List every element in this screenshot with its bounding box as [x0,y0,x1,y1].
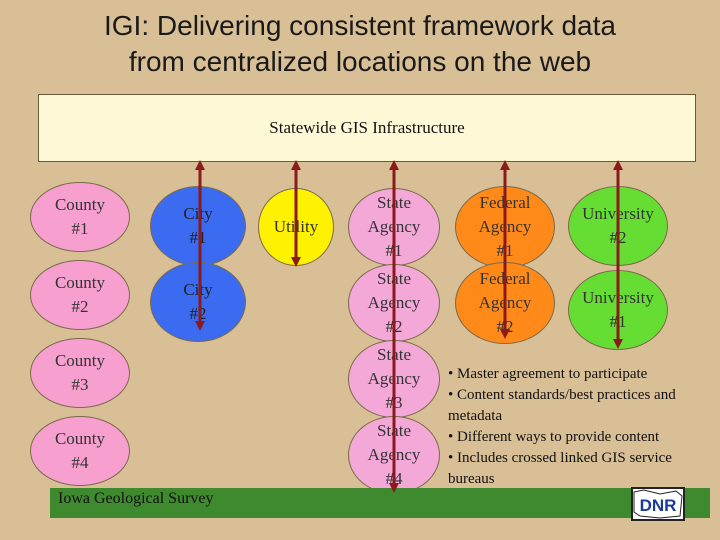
county-4-line2: #4 [71,453,89,472]
footer-org-label: Iowa Geological Survey [58,490,214,507]
title-line-2: from centralized locations on the web [128,46,592,77]
title-line-1: IGI: Delivering consistent framework dat… [104,10,616,41]
county-3-ellipse: County #3 [30,338,130,408]
county-4-ellipse: County #4 [30,416,130,486]
statewide-gis-infrastructure-box: Statewide GIS Infrastructure [38,94,696,162]
county-3-line2: #3 [71,375,89,394]
bullet-item: • Different ways to provide content [448,429,660,445]
infrastructure-label: Statewide GIS Infrastructure [269,118,465,137]
bullet-item: • Includes crossed linked GIS service bu… [448,450,672,487]
county-1-ellipse: County #1 [30,182,130,252]
county-3-line1: County [54,351,106,370]
slide-title: IGI: Delivering consistent framework dat… [0,8,720,80]
bullet-item: • Content standards/best practices and m… [448,387,676,424]
dnr-logo: DNR [631,487,685,521]
footer-bar [50,488,710,518]
bullet-item: • Master agreement to participate [448,366,648,382]
county-4-line1: County [54,429,106,448]
county-1-line1: County [54,195,106,214]
county-2-line1: County [54,273,106,292]
logo-text: DNR [640,496,677,515]
county-2-ellipse: County #2 [30,260,130,330]
bullet-list: • Master agreement to participate • Cont… [448,364,718,490]
county-1-line2: #1 [71,219,89,238]
county-2-line2: #2 [71,297,89,316]
